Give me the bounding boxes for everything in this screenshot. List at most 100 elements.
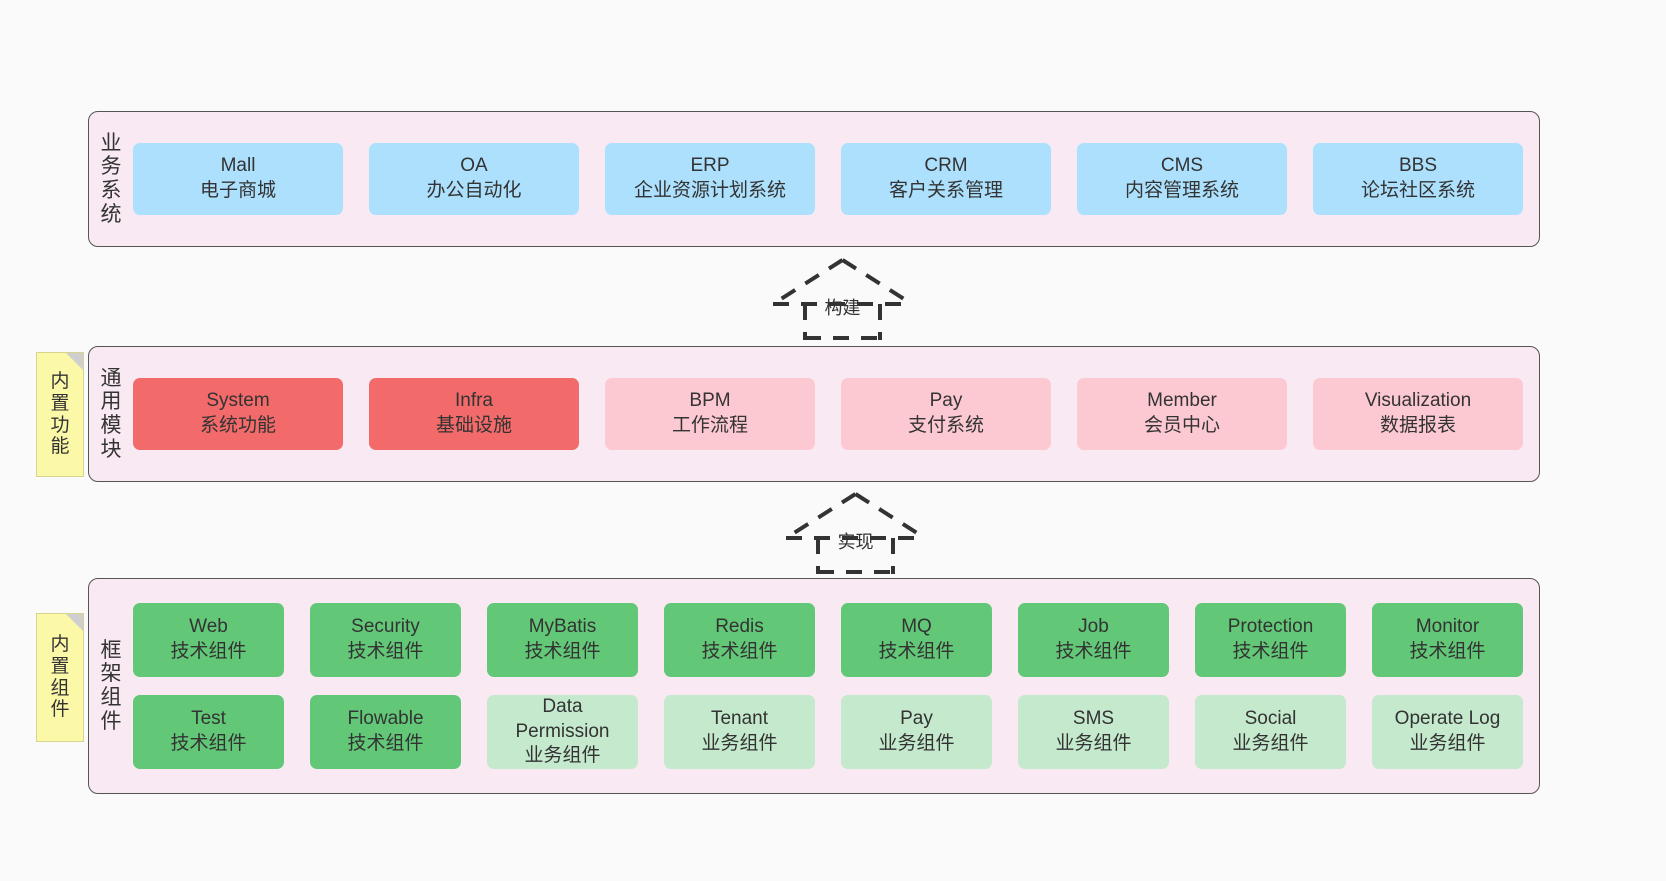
card-subtitle: 业务组件 [1232, 733, 1309, 754]
business-label-char-2: 系 [100, 179, 122, 202]
module-card-member[interactable]: Member 会员中心 [1077, 378, 1287, 450]
common-label-char-2: 模 [100, 414, 122, 437]
module-card-bpm[interactable]: BPM 工作流程 [605, 378, 815, 450]
connector-build-arrow [771, 258, 914, 340]
component-card-protection[interactable]: Protection 技术组件 [1195, 603, 1346, 677]
card-title: BBS [1398, 155, 1438, 177]
note-builtin-feature: 内置功能 [36, 352, 84, 477]
card-title: Redis [715, 616, 764, 638]
business-label-char-3: 统 [100, 202, 122, 226]
layer-title-common-module-text: 通用模块 [101, 367, 122, 461]
card-subtitle: 内容管理系统 [1124, 180, 1239, 201]
card-title: Monitor [1415, 616, 1480, 638]
card-title: Security [351, 616, 420, 638]
card-subtitle: 技术组件 [524, 641, 601, 662]
card-subtitle: 业务组件 [878, 733, 955, 754]
card-subtitle: 业务组件 [524, 745, 601, 767]
component-card-social[interactable]: Social 业务组件 [1195, 695, 1346, 769]
card-subtitle: 办公自动化 [426, 180, 522, 201]
note-component-char-1: 置 [50, 655, 70, 677]
module-card-visualization[interactable]: Visualization 数据报表 [1313, 378, 1523, 450]
note-builtin-component: 内置组件 [36, 613, 84, 742]
card-title: Member [1147, 390, 1217, 412]
common-label-char-3: 块 [100, 437, 122, 461]
business-label-char-1: 务 [100, 155, 122, 179]
card-subtitle: 工作流程 [671, 415, 748, 436]
card-subtitle: 论坛社区系统 [1360, 180, 1475, 201]
note-builtin-feature-text: 内置功能 [50, 371, 69, 458]
business-card-bbs[interactable]: BBS 论坛社区系统 [1313, 143, 1523, 215]
card-title: Operate Log [1394, 708, 1501, 730]
note-component-char-2: 组 [50, 677, 70, 699]
card-subtitle: 技术组件 [1409, 641, 1486, 662]
note-feature-char-3: 能 [50, 436, 70, 458]
card-title: Tenant [710, 708, 769, 730]
card-title: Web [189, 616, 228, 638]
note-builtin-component-text: 内置组件 [50, 634, 69, 721]
card-subtitle: 系统功能 [199, 415, 276, 436]
card-subtitle: 数据报表 [1379, 415, 1456, 436]
note-feature-char-2: 功 [50, 414, 70, 436]
card-title: Infra [454, 390, 494, 412]
layer-title-business-system-text: 业务系统 [101, 132, 122, 226]
card-title: CMS [1160, 155, 1204, 177]
card-title: Visualization [1364, 390, 1472, 412]
framework-label-char-3: 件 [100, 709, 122, 733]
card-title: CRM [924, 155, 968, 177]
layer-title-business-system: 业务系统 [89, 112, 133, 246]
card-subtitle: 技术组件 [878, 641, 955, 662]
card-subtitle: 基础设施 [435, 415, 512, 436]
business-card-cms[interactable]: CMS 内容管理系统 [1077, 143, 1287, 215]
business-card-oa[interactable]: OA 办公自动化 [369, 143, 579, 215]
connector-build: 构建 [755, 258, 930, 340]
common-label-char-0: 通 [100, 366, 122, 390]
component-card-monitor[interactable]: Monitor 技术组件 [1372, 603, 1523, 677]
note-component-char-3: 件 [50, 699, 70, 721]
card-title: System [206, 390, 270, 412]
business-card-crm[interactable]: CRM 客户关系管理 [841, 143, 1051, 215]
card-title: Protection [1227, 616, 1314, 638]
module-card-system[interactable]: System 系统功能 [133, 378, 343, 450]
component-card-pay[interactable]: Pay 业务组件 [841, 695, 992, 769]
card-subtitle: 支付系统 [907, 415, 984, 436]
business-label-char-0: 业 [100, 131, 122, 155]
note-component-char-0: 内 [50, 634, 70, 656]
connector-implement: 实现 [768, 492, 943, 574]
card-title: Social [1244, 708, 1297, 730]
card-title: Mall [220, 155, 256, 177]
card-title: Pay [900, 708, 933, 730]
note-fold-corner-icon [66, 353, 83, 370]
card-subtitle: 会员中心 [1143, 415, 1220, 436]
card-title: Flowable [347, 708, 424, 730]
card-subtitle: 客户关系管理 [888, 180, 1003, 201]
card-subtitle: 技术组件 [1232, 641, 1309, 662]
card-title: ERP [690, 155, 730, 177]
card-title: OA [460, 155, 488, 177]
connector-implement-arrow [784, 492, 927, 574]
module-card-infra[interactable]: Infra 基础设施 [369, 378, 579, 450]
card-title: BPM [689, 390, 731, 412]
